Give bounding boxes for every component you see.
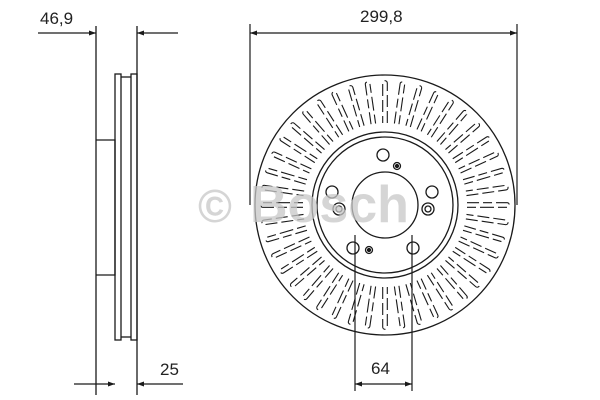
inner-friction-ring [114, 73, 122, 341]
vane-slot [465, 184, 509, 197]
center-bore [351, 171, 419, 239]
vane-slot [405, 282, 423, 325]
vane-slot [271, 236, 312, 259]
vane-slot [331, 278, 354, 319]
front-view [254, 74, 516, 336]
friction-inner-edge [311, 131, 459, 279]
locating-hole [332, 202, 346, 216]
vane-slot [393, 81, 406, 125]
vane-slot [265, 225, 308, 243]
vane-slot [271, 151, 312, 174]
vane-slot [279, 136, 318, 164]
vane-slot [347, 85, 365, 128]
vane-slot [265, 167, 308, 185]
vane-slot [458, 151, 499, 174]
vane-slot [467, 202, 510, 208]
vane-slot [289, 122, 325, 154]
outer-friction-ring [130, 73, 138, 341]
vane-slot [331, 91, 354, 132]
vane-slot [260, 202, 303, 208]
outer-edge [254, 74, 516, 336]
vane-slot [347, 282, 365, 325]
vane-slot [436, 109, 468, 145]
copyright-symbol: © [198, 180, 232, 232]
vane-slot [452, 136, 491, 164]
watermark-text: Bosch [250, 176, 409, 234]
vane-slot [452, 246, 491, 274]
vane-slot [445, 122, 481, 154]
hat-profile [96, 139, 116, 276]
cooling-vanes [260, 80, 510, 330]
vane-slot [393, 285, 406, 329]
vane-slot [382, 287, 388, 330]
vane-slot [462, 225, 505, 243]
vane-slot [426, 272, 454, 311]
vane-slot [416, 278, 439, 319]
vane-slot [289, 256, 325, 288]
dimension-label-thickness: 25 [160, 360, 179, 379]
vane-slot [426, 99, 454, 138]
dimension-center-bore [354, 235, 413, 391]
vane-slot [462, 167, 505, 185]
hat-edge [316, 136, 454, 274]
vane-slot [279, 246, 318, 274]
vane-slot [316, 99, 344, 138]
vane-slot [302, 109, 334, 145]
bolt-holes [325, 148, 439, 255]
screw-hole [364, 245, 374, 255]
screw-holes [332, 161, 435, 255]
vane-slot [465, 213, 509, 226]
dimension-outer-diameter [249, 24, 518, 205]
vane-slot [364, 81, 377, 125]
screw-hole [392, 161, 402, 171]
locating-hole [421, 202, 435, 216]
vane-slot [445, 256, 481, 288]
vane-slot [364, 285, 377, 329]
bolt-hole [376, 148, 390, 162]
dimension-label-outer-diameter: 299,8 [360, 7, 403, 26]
dimension-label-overall-height: 46,9 [40, 9, 73, 28]
watermark: © Bosch [198, 176, 409, 234]
vane-slot [405, 85, 423, 128]
side-view [95, 26, 138, 395]
vane-slot [382, 80, 388, 123]
vane-slot [458, 236, 499, 259]
vane-slot [302, 265, 334, 301]
bolt-hole [325, 185, 339, 199]
bolt-hole [406, 241, 420, 255]
vane-slot [261, 184, 305, 197]
vane-slot [261, 213, 305, 226]
vane-slot [436, 265, 468, 301]
vane-slot [416, 91, 439, 132]
dimension-label-center-bore: 64 [371, 359, 390, 378]
bolt-hole [346, 241, 360, 255]
bolt-hole [425, 185, 439, 199]
vane-slot [316, 272, 344, 311]
